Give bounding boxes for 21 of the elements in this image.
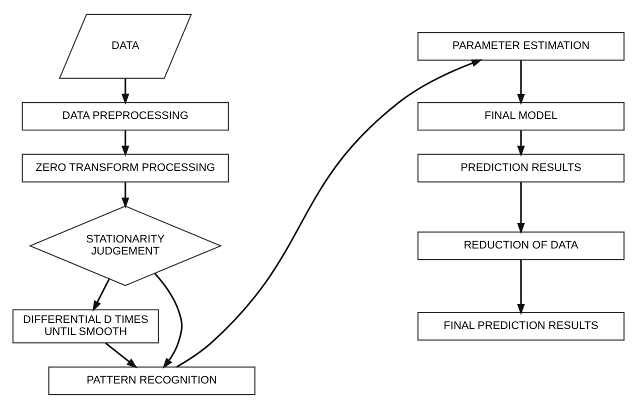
- node-box: FINAL MODEL: [417, 102, 625, 130]
- arrow: [105, 342, 138, 368]
- arrow: [154, 272, 183, 368]
- node-box: DIFFERENTIAL D TIMES UNTIL SMOOTH: [12, 308, 159, 343]
- node-box: FINAL PREDICTION RESULTS: [417, 311, 625, 340]
- node-box: REDUCTION OF DATA: [417, 231, 625, 260]
- node-box: ZERO TRANSFORM PROCESSING: [22, 153, 229, 182]
- arrow: [517, 60, 525, 105]
- arrow: [176, 58, 483, 368]
- arrow: [517, 130, 525, 156]
- node-diamond: STATIONARITY JUDGEMENT: [28, 205, 222, 286]
- node-box: PREDICTION RESULTS: [417, 153, 625, 182]
- arrow: [122, 78, 130, 104]
- arrow: [517, 259, 525, 314]
- node-box: DATA PREPROCESSING: [22, 102, 229, 130]
- node-box: PATTERN RECOGNITION: [48, 366, 256, 395]
- arrow: [122, 130, 130, 156]
- arrow: [122, 182, 130, 208]
- arrow: [517, 182, 525, 234]
- node-box: PARAMETER ESTIMATION: [417, 32, 625, 60]
- arrow: [92, 278, 110, 312]
